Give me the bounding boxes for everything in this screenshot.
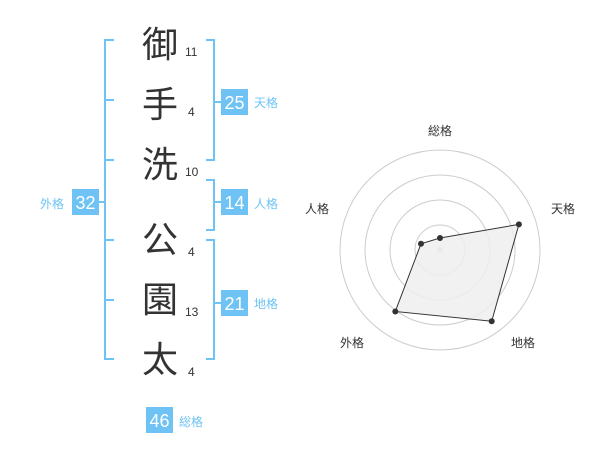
axis-label-tenkaku: 天格: [551, 201, 575, 216]
gaikaku-value: 32: [75, 193, 95, 213]
soukaku-value: 46: [149, 411, 169, 431]
jinkaku-value: 14: [224, 193, 244, 213]
radar-ring-3: [364, 174, 516, 326]
name-characters: 御 11 手 4 洗 10 公 4 園 13 太 4: [142, 25, 199, 381]
jinkaku-bracket: [206, 179, 215, 231]
gaikaku-label: 外格: [40, 196, 64, 211]
chikaku-bracket: [206, 239, 215, 360]
jinkaku-badge-box: [221, 189, 248, 215]
name-char-1: 御: [142, 25, 178, 66]
radar-point-2: [515, 221, 522, 228]
axis-label-chikaku: 地格: [511, 335, 535, 350]
name-char-2: 手: [142, 85, 178, 126]
stroke-count-6: 4: [188, 365, 195, 379]
stroke-count-2: 4: [188, 105, 195, 119]
chikaku-label: 地格: [254, 296, 278, 311]
name-char-4: 公: [142, 220, 178, 261]
radar-point-5: [418, 240, 424, 247]
radar-points: [392, 221, 522, 325]
outer-bracket-left: [104, 39, 114, 360]
radar-ring-4: [339, 149, 541, 351]
soukaku-label: 総格: [179, 414, 203, 429]
radar-chart: 総格 天格 地格 外格 人格: [305, 123, 575, 351]
stroke-count-5: 13: [185, 305, 199, 319]
stroke-count-4: 4: [188, 245, 195, 259]
chikaku-badge: 21 地格: [221, 290, 278, 316]
bracket-lines: [98, 39, 221, 360]
stroke-count-3: 10: [185, 165, 199, 179]
name-char-3: 洗: [142, 145, 178, 186]
soukaku-badge-box: [146, 407, 173, 433]
axis-label-jinkaku: 人格: [305, 201, 329, 216]
stroke-count-1: 11: [185, 45, 198, 59]
soukaku-badge: 46 総格: [146, 407, 203, 433]
radar-point-3: [488, 318, 495, 325]
tenkaku-bracket: [206, 39, 215, 161]
jinkaku-badge: 14 人格: [221, 189, 278, 215]
axis-label-soukaku: 総格: [428, 123, 452, 138]
tenkaku-badge-box: [221, 89, 248, 115]
jinkaku-label: 人格: [254, 196, 278, 211]
tenkaku-value: 25: [224, 93, 244, 113]
chikaku-badge-box: [221, 290, 248, 316]
name-char-5: 園: [142, 280, 178, 321]
name-char-6: 太: [142, 340, 178, 381]
tenkaku-badge: 25 天格: [221, 89, 278, 115]
radar-point-4: [392, 308, 399, 315]
radar-polygon: [394, 223, 520, 322]
gaikaku-badge: 外格 32: [40, 189, 99, 215]
gaikaku-badge-box: [72, 189, 99, 215]
radar-point-1: [437, 235, 443, 241]
tenkaku-label: 天格: [254, 95, 278, 110]
axis-label-gaikaku: 外格: [340, 335, 364, 350]
chikaku-value: 21: [224, 294, 244, 314]
